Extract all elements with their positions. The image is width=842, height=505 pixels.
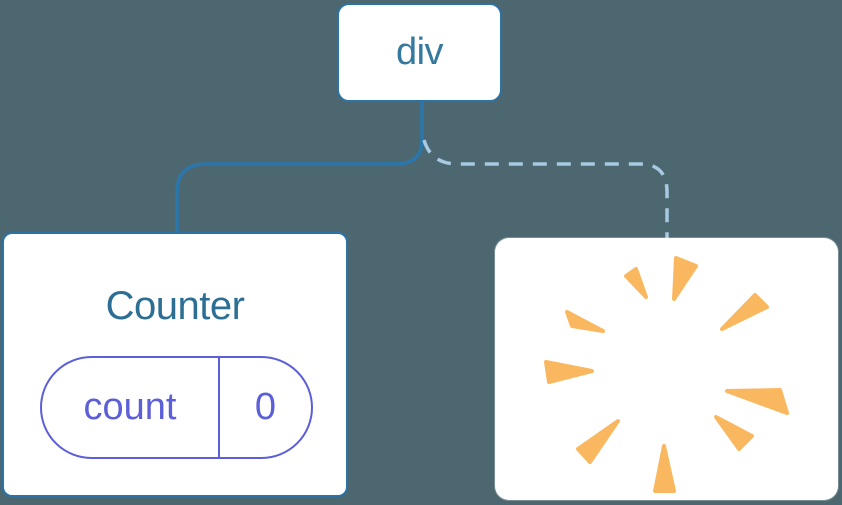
poof-ray bbox=[624, 267, 648, 299]
state-pill: count 0 bbox=[40, 356, 313, 459]
destroyed-node bbox=[495, 238, 838, 500]
root-node-label: div bbox=[395, 31, 444, 73]
pill-divider bbox=[218, 358, 220, 457]
state-value-label: 0 bbox=[254, 386, 277, 428]
connector-dashed bbox=[422, 139, 669, 239]
poof-ray bbox=[725, 388, 789, 415]
poof-burst-icon bbox=[544, 256, 789, 493]
counter-node-title: Counter bbox=[105, 284, 245, 328]
poof-ray bbox=[720, 293, 769, 331]
poof-ray bbox=[653, 444, 676, 493]
connector-solid bbox=[175, 102, 424, 233]
poof-ray bbox=[672, 256, 698, 301]
poof-ray bbox=[565, 310, 605, 333]
poof-ray bbox=[576, 419, 620, 464]
counter-node: Counter count 0 bbox=[2, 232, 348, 497]
poof-ray bbox=[714, 415, 754, 451]
poof-ray bbox=[544, 360, 594, 384]
state-key-label: count bbox=[83, 386, 177, 428]
root-node-div: div bbox=[337, 3, 502, 102]
